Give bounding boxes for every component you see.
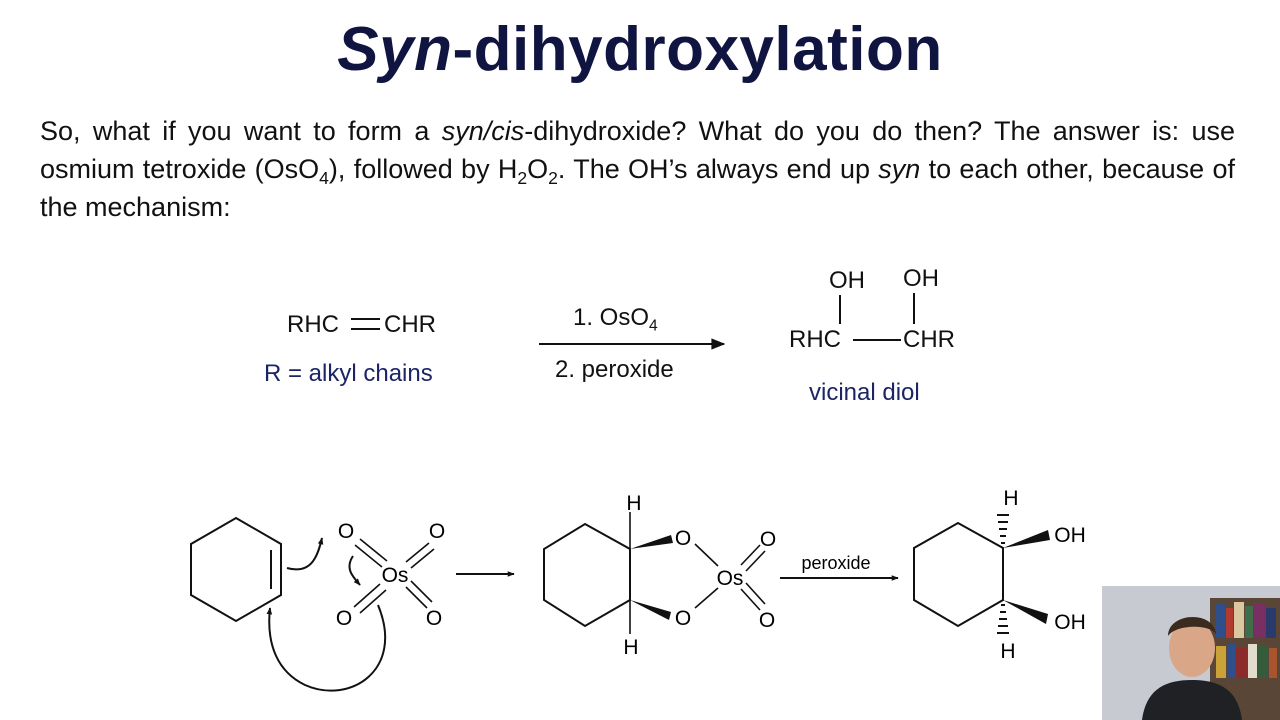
para-text-2: -dihydroxide? What do you do then? The a… [40,116,1235,184]
title-rest: -dihydroxylation [452,15,943,84]
diol-h-bottom: H [1000,640,1015,663]
para-sub-2b: 2 [548,168,558,189]
para-sub-2a: 2 [517,168,528,189]
para-text-4: O [527,154,549,184]
para-sub-4: 4 [319,168,329,189]
product-oh-left: OH [829,267,865,294]
osmium-tetroxide [353,538,435,614]
product-chr: CHR [903,326,955,353]
diol-wedge-upper [1003,530,1050,548]
reactant-chr: CHR [384,311,436,338]
r-group-note: R = alkyl chains [264,360,433,387]
para-text-3: ), followed by H [328,154,518,184]
osmate-cyclohexane-ring [543,522,631,628]
step1-sub: 4 [649,317,658,335]
osmate-bonds [629,512,766,634]
slide-title: Syn-dihydroxylation [0,14,1280,85]
diol-h-top: H [1003,487,1018,510]
para-text-1: So, what if you want to form a [40,116,442,146]
product-oh-right: OH [903,265,939,292]
diol-oh-lower: OH [1054,611,1086,634]
oso4-oxygen-bottom-right: O [426,607,442,630]
oso4-oxygen-bottom-left: O [336,607,352,630]
para-text-6: to each other, because of the mechanism: [40,154,1235,222]
diol-oh-upper: OH [1054,524,1086,547]
mechanism-reagent-peroxide: peroxide [801,553,870,573]
wedge-bond-upper [630,535,673,549]
osmate-oxygen-bottom-right: O [759,609,775,632]
reactant-rhc: RHC [287,311,339,338]
osmate-h-top: H [626,492,641,515]
intro-paragraph: So, what if you want to form a syn/cis-d… [40,112,1235,226]
step1-text: 1. OsO [573,304,650,331]
osmate-osmium: Os [717,567,744,590]
cyclohexene-ring [190,516,282,623]
curved-arrow-oxygen-to-os [348,555,361,586]
wedge-bond-lower [630,600,671,620]
para-text-5: . The OH’s always end up [557,154,879,184]
hashed-bond-bottom [997,604,1009,634]
para-syn-cis: syn/cis [441,116,525,146]
product-note: vicinal diol [809,379,920,406]
oso4-osmium: Os [382,564,409,587]
osmate-oxygen-lower: O [675,607,691,630]
title-italic: Syn [337,15,453,84]
osmate-oxygen-upper: O [675,527,691,550]
curved-arrow-pi-to-oxygen [286,537,324,571]
para-syn: syn [878,154,921,184]
diol-cyclohexane-ring [913,521,1004,628]
reagent-step-1: 1. OsO4 [573,304,658,335]
diol-wedge-lower [1003,600,1048,624]
osmate-oxygen-top-right: O [760,528,776,551]
osmate-h-bottom: H [623,636,638,659]
oso4-oxygen-top-right: O [429,520,445,543]
hashed-bond-top [997,514,1009,544]
oso4-oxygen-top-left: O [338,520,354,543]
webcam-feed [1102,586,1280,720]
presenter-webcam [1102,586,1280,720]
product-rhc: RHC [789,326,841,353]
reagent-step-2: 2. peroxide [555,356,674,383]
curved-arrow-oxygen-to-alkene [266,604,386,692]
